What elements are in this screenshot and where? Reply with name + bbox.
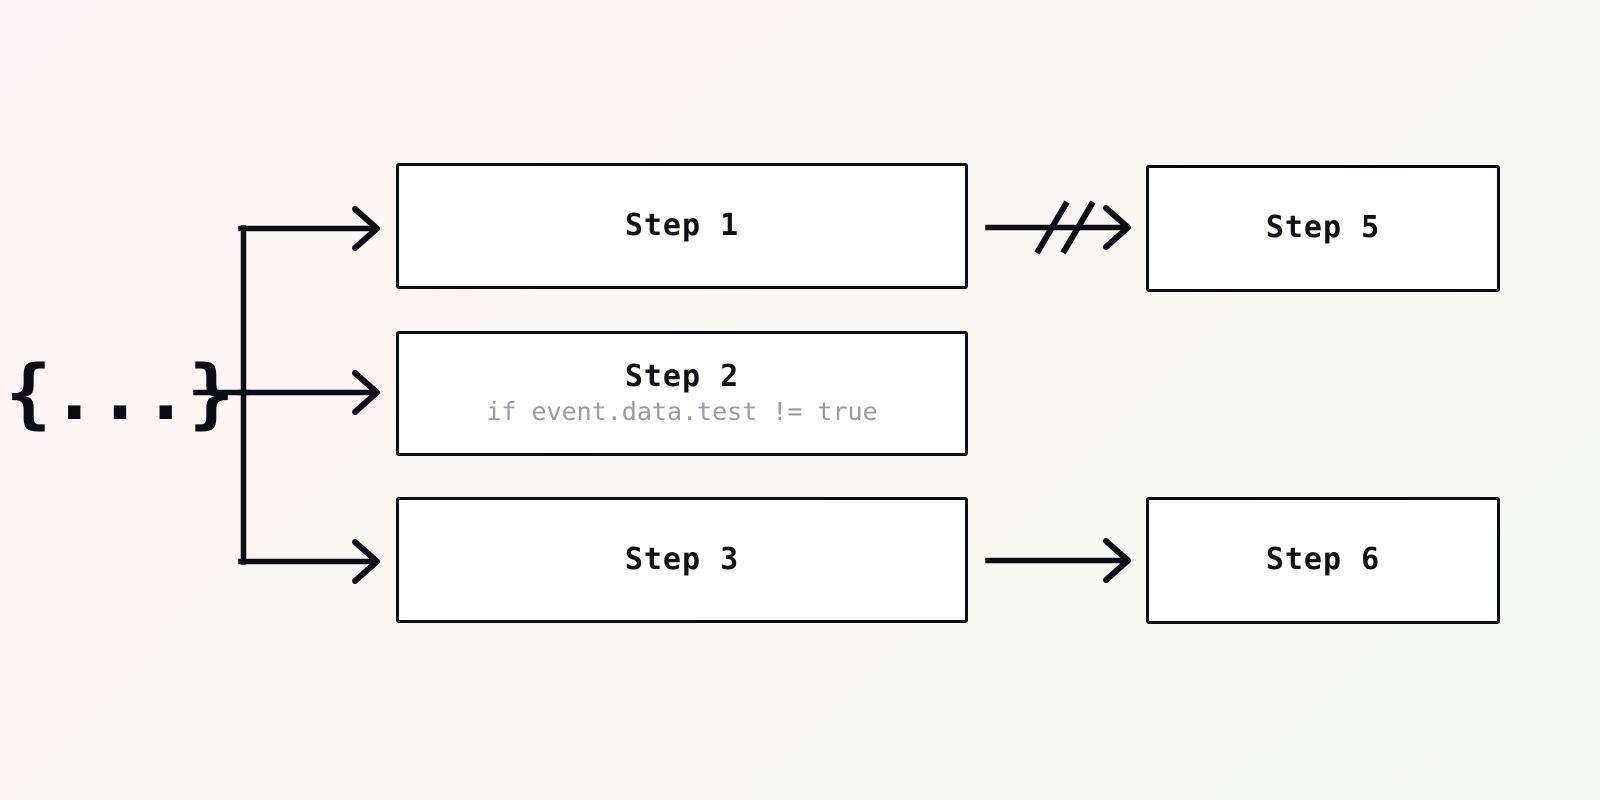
node-step-2-condition: if event.data.test != true [486, 397, 878, 427]
node-step-3[interactable]: Step 3 [396, 497, 968, 623]
node-step-1[interactable]: Step 1 [396, 163, 968, 289]
node-step-1-title: Step 1 [624, 207, 740, 243]
edge-payload-to-step2 [238, 370, 380, 415]
edge-step1-to-step5 [985, 200, 1131, 255]
double-slash-icon [1034, 200, 1096, 255]
edge-payload-to-step1 [238, 206, 380, 251]
node-step-6[interactable]: Step 6 [1146, 497, 1500, 624]
edge-payload-to-step3 [238, 539, 380, 584]
node-step-6-title: Step 6 [1265, 542, 1381, 578]
node-step-2-title: Step 2 [624, 358, 740, 394]
node-step-5-title: Step 5 [1265, 210, 1381, 246]
node-step-2[interactable]: Step 2 if event.data.test != true [396, 331, 968, 456]
node-step-5[interactable]: Step 5 [1146, 165, 1500, 292]
event-payload-glyph: {...} [5, 348, 235, 437]
node-step-3-title: Step 3 [624, 541, 740, 577]
edge-step3-to-step6 [985, 538, 1131, 583]
